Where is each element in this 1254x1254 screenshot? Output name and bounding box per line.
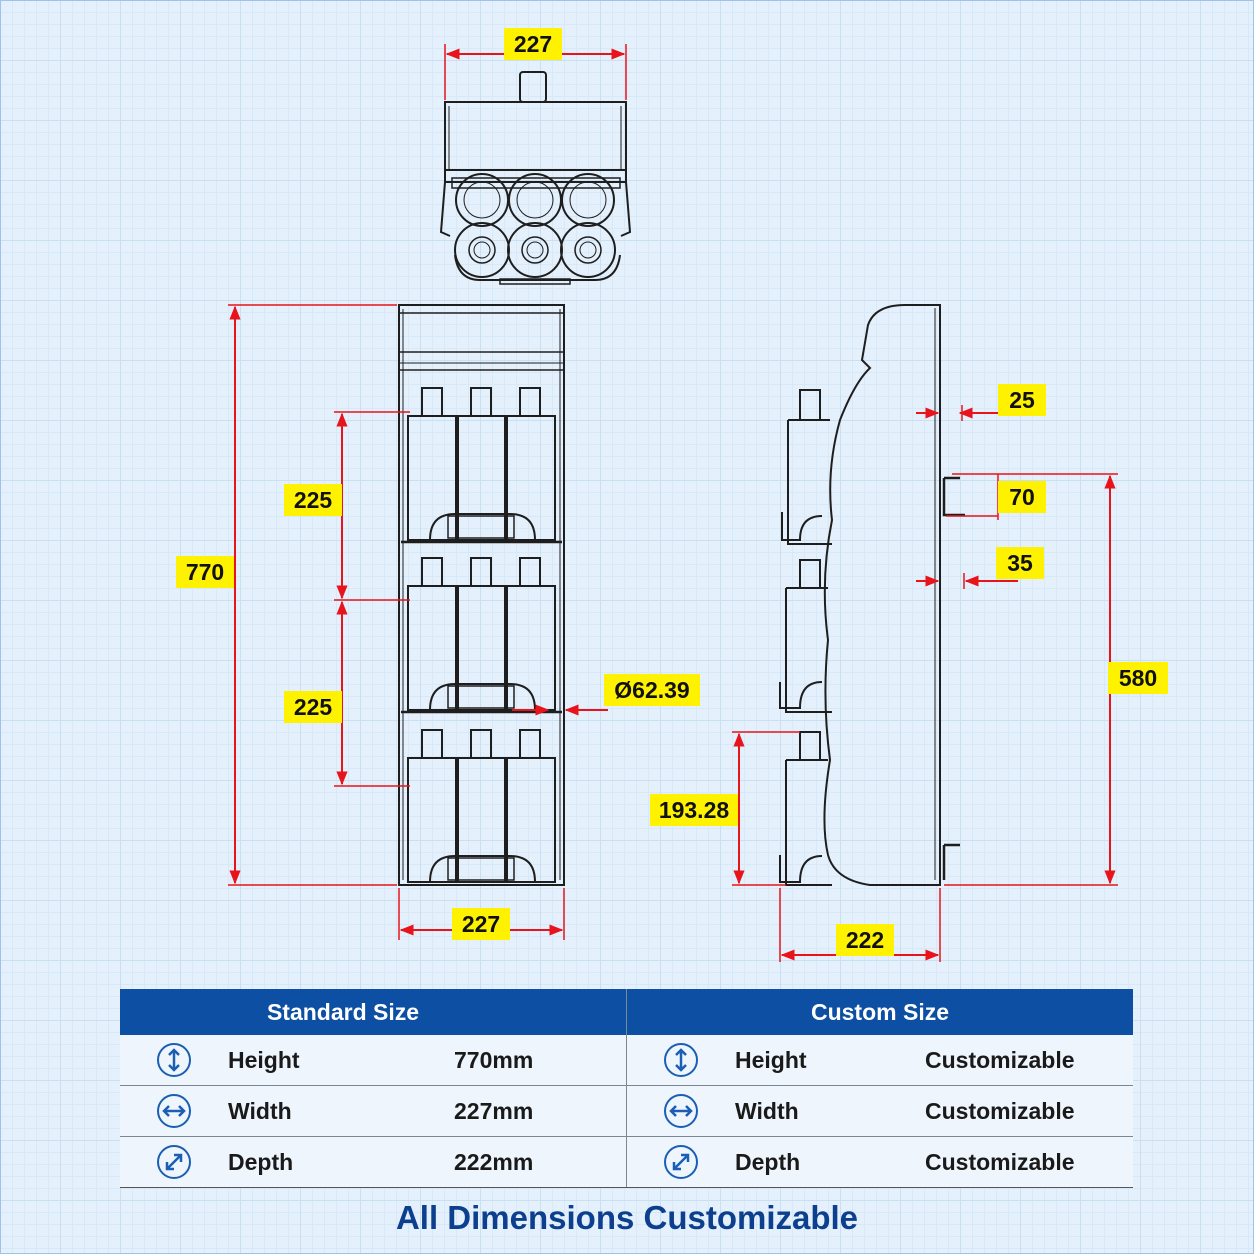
- front-tier-2: [401, 557, 562, 714]
- standard-width-label: Width: [228, 1085, 454, 1137]
- custom-depth-label: Depth: [735, 1136, 925, 1188]
- side-offset-mid-label: 35: [996, 547, 1044, 579]
- custom-depth-value: Customizable: [925, 1136, 1133, 1188]
- front-tier-1: [401, 387, 562, 544]
- side-mount-height-label: 580: [1108, 662, 1168, 694]
- front-height-label: 770: [176, 556, 234, 588]
- side-depth-label: 222: [836, 924, 894, 956]
- standard-height-label: Height: [228, 1035, 454, 1086]
- front-view: [398, 304, 565, 886]
- standard-height-value: 770mm: [454, 1035, 627, 1086]
- custom-width-label: Width: [735, 1085, 925, 1137]
- side-shelf-2: [779, 559, 832, 713]
- custom-width-value: Customizable: [925, 1085, 1133, 1137]
- horizontal-arrow-icon: [157, 1094, 191, 1128]
- top-width-label: 227: [504, 28, 562, 60]
- diagonal-arrow-icon: [157, 1145, 191, 1179]
- horizontal-arrow-icon: [664, 1094, 698, 1128]
- hole-diameter-label: Ø62.39: [604, 674, 700, 706]
- table-row: Height 770mm Height Customizable: [120, 1035, 1133, 1086]
- side-view-backboard: [823, 304, 941, 886]
- front-tier-3: [407, 729, 556, 883]
- standard-size-header: Standard Size: [120, 989, 627, 1035]
- side-bottom-shelf-label: 193.28: [650, 794, 738, 826]
- footer-title: All Dimensions Customizable: [395, 1199, 859, 1236]
- custom-height-label: Height: [735, 1035, 925, 1086]
- standard-width-value: 227mm: [454, 1085, 627, 1137]
- vertical-arrow-icon: [664, 1043, 698, 1077]
- custom-height-value: Customizable: [925, 1035, 1133, 1086]
- side-bracket-label: 70: [998, 481, 1046, 513]
- technical-drawing: [228, 44, 1118, 962]
- size-spec-table: Standard Size Custom Size Height 770mm H…: [120, 989, 1133, 1188]
- shelf-gap-upper-label: 225: [284, 484, 342, 516]
- table-row: Width 227mm Width Customizable: [120, 1085, 1133, 1137]
- standard-depth-value: 222mm: [454, 1136, 627, 1188]
- side-shelf-1: [781, 389, 832, 545]
- front-width-label: 227: [452, 908, 510, 940]
- top-view-rolls: [454, 173, 616, 278]
- standard-depth-label: Depth: [228, 1136, 454, 1188]
- vertical-arrow-icon: [157, 1043, 191, 1077]
- side-offset-top-label: 25: [998, 384, 1046, 416]
- dimension-lines: [228, 44, 1118, 962]
- table-row: Depth 222mm Depth Customizable: [120, 1136, 1133, 1188]
- top-view: [439, 71, 632, 285]
- shelf-gap-lower-label: 225: [284, 691, 342, 723]
- diagonal-arrow-icon: [664, 1145, 698, 1179]
- side-view: [779, 304, 965, 886]
- custom-size-header: Custom Size: [626, 989, 1133, 1035]
- top-view-hook: [519, 71, 547, 103]
